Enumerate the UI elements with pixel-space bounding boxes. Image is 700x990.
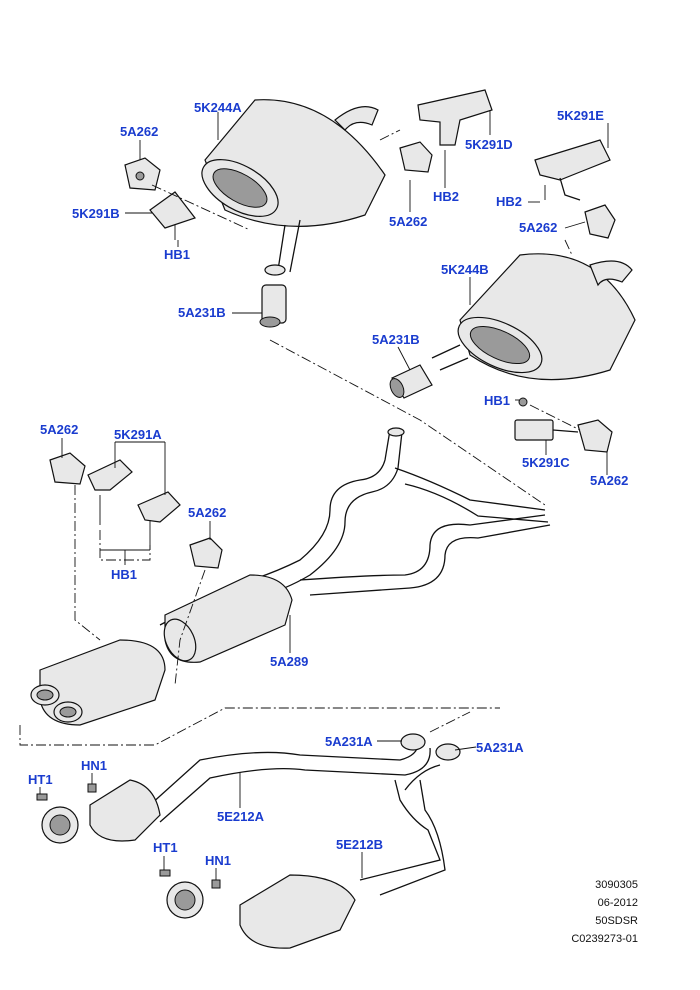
nut-hn1-a	[87, 783, 97, 793]
label-5a231a-right: 5A231A	[476, 740, 524, 755]
hanger-insulator-mid-center	[189, 537, 223, 569]
label-5a262-right: 5A262	[590, 473, 629, 488]
bracket-5k291d	[399, 89, 493, 175]
label-hn1-b: HN1	[205, 853, 232, 868]
rear-muffler-right	[431, 253, 636, 381]
label-5a262-mid-center: 5A262	[188, 505, 227, 520]
label-5k244b: 5K244B	[441, 262, 489, 277]
hanger-insulator-mid-left	[49, 452, 86, 485]
intermediate-pipe	[159, 427, 551, 641]
label-5a289: 5A289	[270, 654, 309, 669]
label-5a231b-right: 5A231B	[372, 332, 420, 347]
label-5k291e: 5K291E	[557, 108, 604, 123]
label-hb1-top-left: HB1	[164, 247, 191, 262]
label-5a262-top-right: 5A262	[519, 220, 558, 235]
reference-model-code: 50SDSR	[595, 915, 638, 927]
label-5a262-top-center: 5A262	[389, 214, 428, 229]
bracket-5k291b	[149, 191, 196, 240]
stud-ht1-a	[36, 793, 48, 801]
rear-muffler-left	[201, 99, 386, 276]
label-5a231b-left: 5A231B	[178, 305, 226, 320]
bracket-5k291c	[514, 397, 613, 453]
label-5k244a: 5K244A	[194, 100, 242, 115]
clamp-5a231a-left	[400, 733, 426, 751]
label-5e212b: 5E212B	[336, 837, 383, 852]
front-pipe-5e212b	[166, 764, 446, 949]
bracket-5k291e	[534, 139, 616, 239]
label-5k291b: 5K291B	[72, 206, 120, 221]
reference-number: 3090305	[595, 879, 638, 891]
label-hb1-right: HB1	[484, 393, 511, 408]
clamp-5a231a-right	[435, 743, 461, 761]
stud-ht1-b	[159, 869, 171, 877]
leader-lines	[39, 110, 609, 880]
label-hn1-a: HN1	[81, 758, 108, 773]
label-hb1-mid-left: HB1	[111, 567, 138, 582]
routing-lines	[19, 129, 581, 746]
pipe-coupler-left	[259, 284, 287, 328]
label-hb2-top-center: HB2	[433, 189, 460, 204]
label-ht1-a: HT1	[28, 772, 53, 787]
nut-hn1-b	[211, 879, 221, 889]
front-muffler-twin-tips	[30, 639, 166, 726]
reference-illustration-id: C0239273-01	[571, 933, 638, 945]
label-5a262-top-left: 5A262	[120, 124, 159, 139]
label-5k291d: 5K291D	[465, 137, 513, 152]
label-5e212a: 5E212A	[217, 809, 264, 824]
front-pipe-5e212a	[41, 739, 431, 844]
label-5k291c: 5K291C	[522, 455, 570, 470]
reference-date: 06-2012	[597, 897, 638, 909]
label-5a231a-left: 5A231A	[325, 734, 373, 749]
center-muffler	[163, 574, 293, 663]
label-5k291a: 5K291A	[114, 427, 162, 442]
label-hb2-top-right: HB2	[496, 194, 523, 209]
bracket-5k291a	[87, 459, 181, 550]
pipe-coupler-right	[389, 364, 433, 399]
label-ht1-b: HT1	[153, 840, 178, 855]
hanger-insulator-top-left	[124, 157, 161, 191]
label-5a262-mid-left: 5A262	[40, 422, 79, 437]
